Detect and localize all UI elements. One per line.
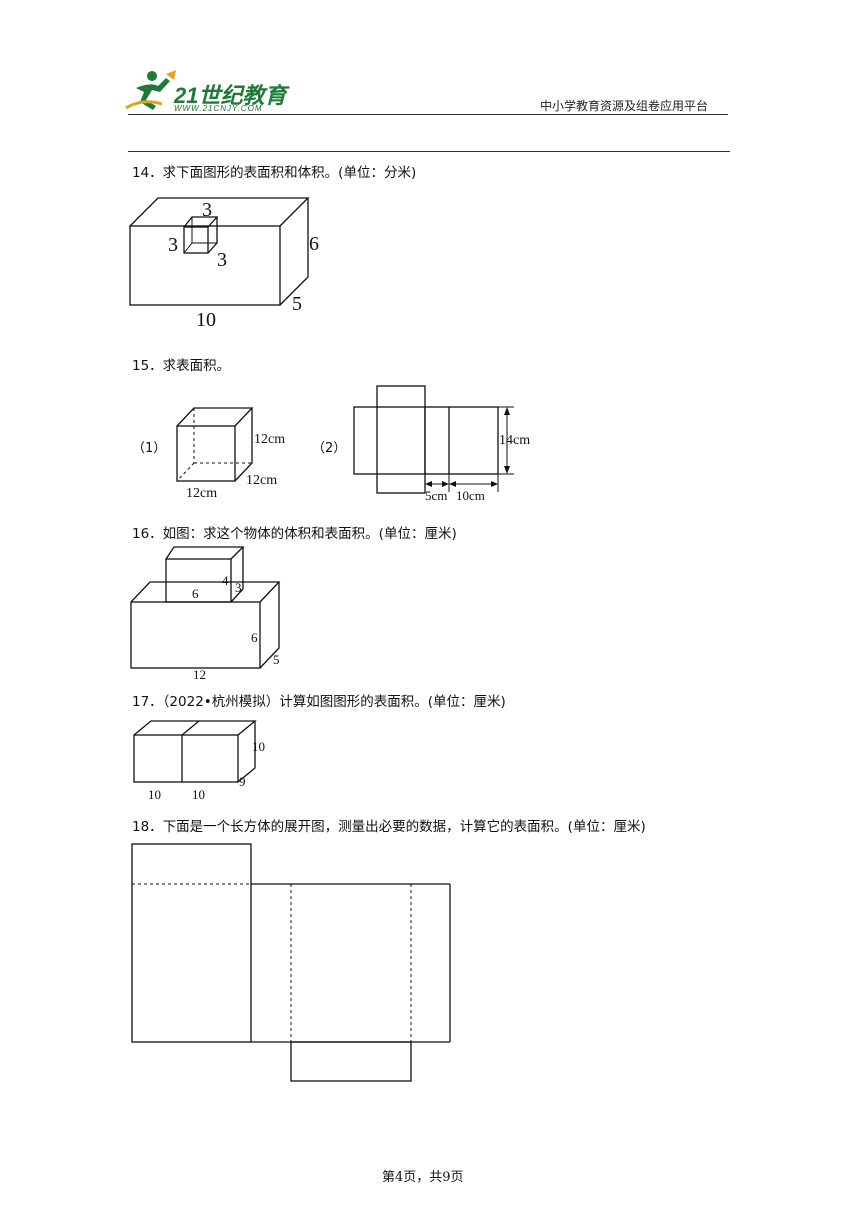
fig16-label-bot-h: 6 xyxy=(251,630,258,645)
figure-18-cuboid-net xyxy=(131,843,451,1082)
fig17-label-depth: 9 xyxy=(239,774,246,789)
figure-15-cube: 12cm 12cm 12cm xyxy=(176,407,285,501)
fig14-label-left: 3 xyxy=(168,234,178,256)
question-18-text: 18．下面是一个长方体的展开图，测量出必要的数据，计算它的表面积。(单位：厘米) xyxy=(132,819,646,835)
q15-part2-label: （2） xyxy=(312,441,347,456)
figure-15-net: 14cm 5cm 10cm xyxy=(353,385,530,503)
logo: 21世纪教育 WWW.21CNJY.COM xyxy=(122,68,292,116)
fig15a-label-height: 12cm xyxy=(254,432,285,447)
platform-name: 中小学教育资源及组卷应用平台 xyxy=(540,99,709,113)
figure-16-stacked-cuboids: 4 3 6 6 5 12 xyxy=(130,546,281,682)
fig16-label-bot-w: 12 xyxy=(193,667,206,682)
header-rule xyxy=(128,114,728,115)
logo-url: WWW.21CNJY.COM xyxy=(174,104,263,113)
fig16-label-top-d: 3 xyxy=(235,580,242,595)
fig16-label-top-w: 6 xyxy=(192,586,199,601)
page-number: 第4页，共9页 xyxy=(382,1170,464,1185)
fig15b-label-small: 5cm xyxy=(425,488,447,503)
fig15a-label-width: 12cm xyxy=(186,486,217,501)
q15-part1-label: （1） xyxy=(132,441,167,456)
fig14-label-length: 10 xyxy=(196,309,216,331)
fig15a-label-depth: 12cm xyxy=(246,473,277,488)
fig14-label-top: 3 xyxy=(202,199,212,221)
fig14-label-width: 5 xyxy=(292,293,302,315)
fig15b-label-wide: 10cm xyxy=(456,488,485,503)
logo-text: 21世纪教育 xyxy=(174,83,287,108)
figure-17-two-cubes: 10 9 10 10 xyxy=(133,720,265,802)
logo-runner-icon xyxy=(125,70,176,110)
fig17-label-height: 10 xyxy=(252,739,265,754)
fig16-label-top-h: 4 xyxy=(222,573,229,588)
fig17-label-w2: 10 xyxy=(192,787,205,802)
fig17-label-w1: 10 xyxy=(148,787,161,802)
fig14-label-height: 6 xyxy=(309,233,319,255)
fig15b-label-height: 14cm xyxy=(499,433,530,448)
figure-14-cuboid-with-notch: 3 3 3 6 5 10 xyxy=(129,197,319,331)
question-15-text: 15．求表面积。 xyxy=(132,358,231,374)
header-rule-2 xyxy=(128,151,730,152)
fig14-label-depth: 3 xyxy=(217,249,227,271)
question-17-text: 17．（2022•杭州模拟）计算如图图形的表面积。(单位：厘米) xyxy=(132,694,506,710)
fig16-label-bot-d: 5 xyxy=(273,652,280,667)
question-14-text: 14．求下面图形的表面积和体积。(单位：分米) xyxy=(132,165,417,181)
question-16-text: 16．如图：求这个物体的体积和表面积。(单位：厘米) xyxy=(132,526,457,542)
